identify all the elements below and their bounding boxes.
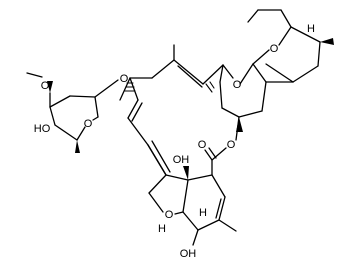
bond xyxy=(92,116,99,121)
bond xyxy=(187,174,213,181)
bond xyxy=(151,140,171,173)
bond xyxy=(208,147,217,159)
bond xyxy=(261,81,267,112)
bond xyxy=(129,77,139,101)
bond xyxy=(215,198,222,219)
bond xyxy=(49,106,56,126)
bond xyxy=(219,64,224,83)
atom-label-h-fused-2: H xyxy=(158,223,166,235)
bond xyxy=(94,96,99,118)
bond xyxy=(94,79,119,98)
atom-label-h-fused-1: H xyxy=(199,207,207,219)
wedge-bond xyxy=(47,81,53,93)
bond xyxy=(211,147,227,161)
bond xyxy=(148,174,167,194)
bond xyxy=(292,65,319,83)
bond xyxy=(54,124,78,141)
atom-label-oh-tertiary: OH xyxy=(173,154,190,166)
bond xyxy=(49,95,71,108)
bonds xyxy=(26,9,321,246)
bond xyxy=(265,63,294,83)
wedge-bond xyxy=(320,38,334,45)
atom-label-oh-lower: OH xyxy=(180,248,197,260)
bond xyxy=(222,64,234,79)
bond xyxy=(127,99,139,119)
bond xyxy=(182,211,199,231)
atom-label-o-methoxy: O xyxy=(41,80,50,92)
atom-label-o-spiro-2: O xyxy=(270,43,279,55)
bond xyxy=(252,49,270,65)
bond xyxy=(239,63,254,85)
bond xyxy=(165,174,189,181)
bond xyxy=(290,26,321,43)
atom-label-ho-sugar: HO xyxy=(34,123,51,135)
bond xyxy=(238,110,263,118)
bond xyxy=(278,26,292,46)
bond xyxy=(192,229,199,246)
wedge-bond xyxy=(183,166,189,180)
bond xyxy=(173,59,204,85)
atom-label-o-spiro-1: O xyxy=(233,79,242,91)
wedge-bond xyxy=(75,140,80,153)
bond xyxy=(148,192,164,213)
bond xyxy=(202,64,224,85)
bond xyxy=(317,41,321,67)
bond xyxy=(147,144,167,176)
atom-label-o-sugar-ring: O xyxy=(84,118,93,130)
atom-label-o-ester-ring: O xyxy=(227,139,236,151)
wedge-bond xyxy=(236,117,243,132)
bond xyxy=(26,72,43,78)
atom-label-o-furan: O xyxy=(165,209,174,221)
atom-label-o-glycosidic: O xyxy=(120,73,129,85)
hashed-bond xyxy=(205,81,215,93)
stereo-wedges xyxy=(47,38,334,180)
bond xyxy=(219,81,223,109)
bond xyxy=(252,63,267,83)
bond xyxy=(131,102,143,122)
bond xyxy=(119,77,131,101)
bond xyxy=(182,179,189,213)
bond xyxy=(177,65,203,88)
bond xyxy=(218,196,226,221)
bond xyxy=(127,117,149,146)
bond xyxy=(76,126,86,141)
bond xyxy=(174,211,184,215)
hashed-bond xyxy=(124,82,136,92)
bond xyxy=(151,59,175,79)
atom-labels: O HO O O O O H O O OH H O H OH xyxy=(34,23,315,260)
bond xyxy=(211,174,226,198)
bond xyxy=(221,107,240,118)
bond xyxy=(69,95,96,98)
bond xyxy=(204,149,213,161)
atom-label-h-spiro: H xyxy=(307,23,315,35)
bond xyxy=(218,219,237,232)
bond xyxy=(280,9,292,28)
bond xyxy=(197,219,220,231)
bond xyxy=(247,9,259,23)
atom-label-o-ester-carbonyl: O xyxy=(198,139,207,151)
